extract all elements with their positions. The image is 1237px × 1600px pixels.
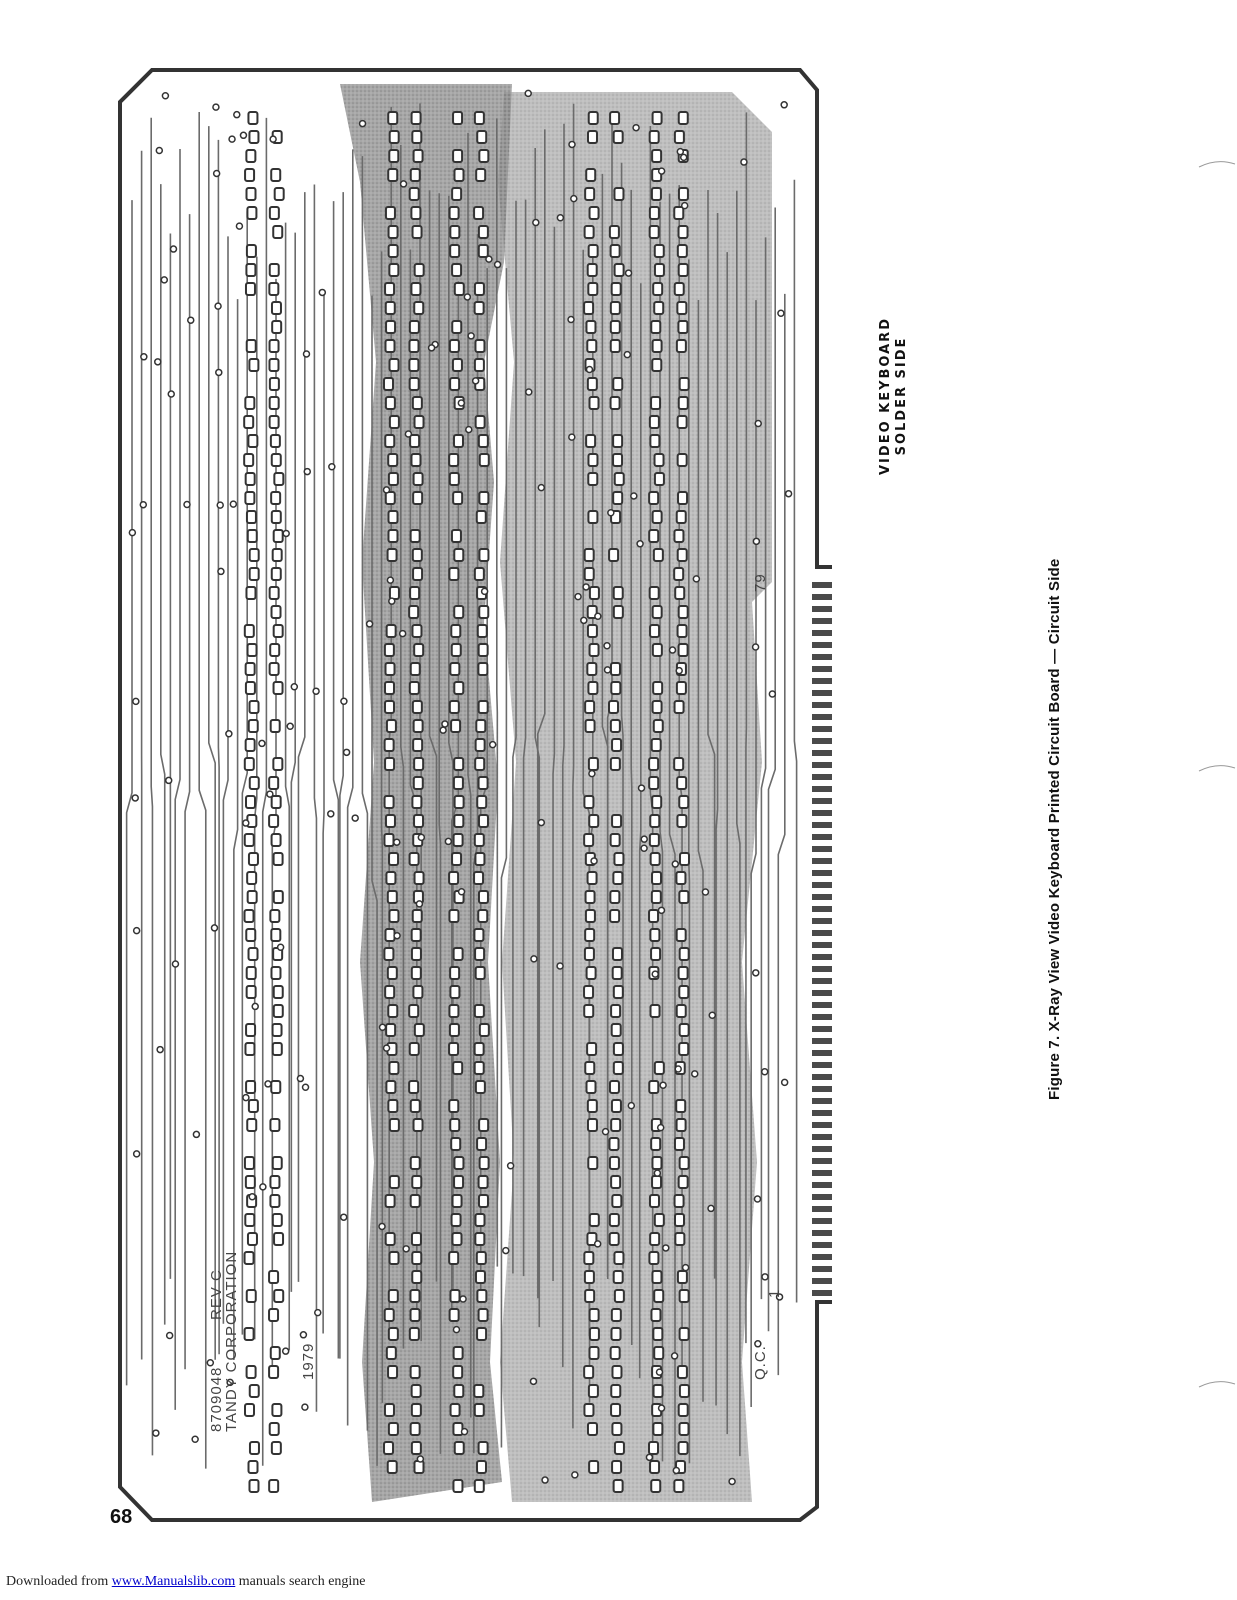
scan-mark-top (1198, 161, 1236, 168)
board-pin-one: 1 (766, 1288, 783, 1298)
figure-caption: Figure 7. X-Ray View Video Keyboard Prin… (1046, 558, 1063, 1100)
side-label: VIDEO KEYBOARD SOLDER SIDE (878, 317, 910, 475)
scan-mark-bottom (1198, 1381, 1236, 1388)
board-company: TANDY CORPORATION (223, 1250, 240, 1432)
footer-prefix: Downloaded from (6, 1574, 112, 1589)
edge-connector (812, 582, 832, 1296)
ic-pads (128, 89, 793, 1493)
download-footer: Downloaded from www.Manualslib.com manua… (6, 1574, 366, 1590)
manualslib-link[interactable]: www.Manualslib.com (111, 1574, 236, 1589)
board-revision: REV C (208, 1269, 225, 1320)
page-number: 68 (110, 1506, 133, 1528)
board-qc-mark: Q.C. (752, 1345, 769, 1380)
circuit-traces (125, 103, 798, 1475)
pcb-drawing (118, 68, 832, 1522)
side-label-line-2: SOLDER SIDE (894, 336, 909, 456)
board-copyright: 1979 (300, 1342, 317, 1380)
footer-suffix: manuals search engine (235, 1574, 366, 1589)
scan-mark-middle (1198, 765, 1236, 772)
side-label-line-1: VIDEO KEYBOARD (878, 317, 893, 475)
pcb-xray-image (112, 62, 832, 1527)
board-year-mark: 79 (752, 573, 769, 592)
